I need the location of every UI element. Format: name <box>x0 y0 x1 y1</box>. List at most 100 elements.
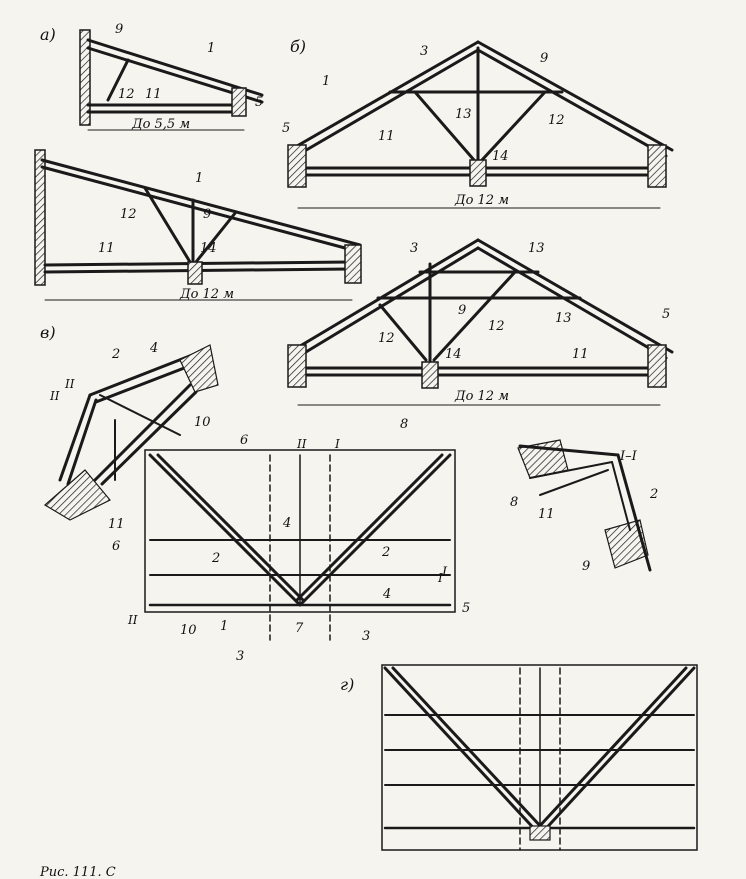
section-mark: II <box>296 437 307 451</box>
callout: 9 <box>203 207 211 222</box>
valley-left <box>383 666 542 837</box>
rafter-left-underside <box>294 48 480 158</box>
panel-v-section-II: в) II II 2 4 10 11 <box>40 323 219 532</box>
central-support <box>469 159 487 187</box>
plan-frame <box>381 664 698 851</box>
rafter <box>518 444 620 457</box>
callout: 4 <box>282 516 291 531</box>
brace-right <box>480 90 547 162</box>
panel-a-marker: а) <box>40 25 56 44</box>
support-post <box>344 244 362 284</box>
callout: 3 <box>420 44 428 59</box>
callout: 2 <box>381 545 390 560</box>
callout: 4 <box>149 341 158 356</box>
figure-caption: Рис. 111. С <box>39 865 116 879</box>
callout: 11 <box>108 517 125 532</box>
wall-left <box>34 149 46 286</box>
callout: 3 <box>236 649 244 664</box>
callout: 12 <box>120 207 137 222</box>
callout: 9 <box>115 22 123 37</box>
span-label: До 5,5 м <box>131 117 190 132</box>
hip-rafter-outer <box>58 393 92 482</box>
panel-g-plan: г) <box>340 664 698 851</box>
span-label: До 12 м <box>454 193 509 208</box>
section-mark: II <box>64 377 75 391</box>
brace <box>539 469 609 496</box>
central-support <box>421 361 439 389</box>
panel-v-marker: в) <box>40 323 56 342</box>
callout: 5 <box>662 307 670 322</box>
callout: 11 <box>538 507 555 522</box>
wall-left <box>79 29 91 126</box>
rafter <box>86 38 264 97</box>
callout: 1 <box>195 171 203 186</box>
strut-left <box>143 186 192 264</box>
callout: 12 <box>378 331 395 346</box>
callout: 13 <box>455 107 472 122</box>
callout: 9 <box>458 303 466 318</box>
strut <box>106 58 130 102</box>
panel-v-plan: II II I I 6 8 4 6 2 2 4 I 5 10 1 7 3 3 <box>112 417 470 664</box>
callout: 3 <box>362 629 370 644</box>
valley-left-2 <box>156 453 306 603</box>
rafter-underside <box>40 165 362 254</box>
support-post <box>231 87 247 117</box>
callout: 12 <box>548 113 565 128</box>
section-mark: I <box>437 571 443 585</box>
panel-g-marker: г) <box>340 675 354 694</box>
panel-v-section-I: I–I 8 11 9 2 <box>510 439 658 574</box>
support-left <box>287 344 307 388</box>
support-right <box>647 344 667 388</box>
rafter-right <box>476 238 674 354</box>
callout: 9 <box>582 559 590 574</box>
section-mark: I <box>334 437 340 451</box>
hip-rafter-inner <box>66 398 98 486</box>
callout: 2 <box>211 551 220 566</box>
panel-a-lean-to-short: а) До 5,5 м 9 1 12 11 5 <box>40 22 264 132</box>
callout: 8 <box>400 417 408 432</box>
callout: 6 <box>112 539 120 554</box>
plan-frame <box>144 449 456 613</box>
callout: 11 <box>572 347 589 362</box>
callout: 14 <box>445 347 462 362</box>
callout: 3 <box>410 241 418 256</box>
brace-left <box>378 303 428 362</box>
valley-right-2 <box>294 453 444 603</box>
callout: I <box>441 565 448 580</box>
wall-support <box>43 469 111 521</box>
brace-right <box>432 270 517 362</box>
callout: 11 <box>98 241 115 256</box>
central-support <box>529 825 551 841</box>
callout: 6 <box>240 433 248 448</box>
span-label: До 12 м <box>179 287 234 302</box>
support-left <box>287 144 307 188</box>
callout: 12 <box>488 319 505 334</box>
callout: 1 <box>322 74 330 89</box>
panel-b-truss-upper: б) До 12 м 3 9 1 13 12 5 11 14 <box>282 37 674 209</box>
callout: 14 <box>492 149 509 164</box>
callout: 13 <box>555 311 572 326</box>
strut <box>99 394 181 436</box>
callout: 2 <box>111 347 120 362</box>
valley-right <box>538 666 696 837</box>
callout: 12 <box>118 87 135 102</box>
valley-right <box>298 453 452 607</box>
brace-left <box>413 90 476 162</box>
section-mark: I–I <box>619 449 638 464</box>
valley-left <box>148 453 302 607</box>
rafter-right <box>476 40 674 152</box>
callout: 5 <box>282 121 290 136</box>
callout: 11 <box>145 87 162 102</box>
strut-right <box>194 210 238 264</box>
section-mark: II <box>49 389 60 403</box>
intermediate-support <box>187 261 203 285</box>
callout: 14 <box>200 241 217 256</box>
callout: 4 <box>382 587 391 602</box>
section-mark: II <box>127 613 138 627</box>
callout: 11 <box>378 129 395 144</box>
callout: 7 <box>295 621 304 636</box>
callout: 8 <box>510 495 518 510</box>
callout: 1 <box>207 41 215 56</box>
